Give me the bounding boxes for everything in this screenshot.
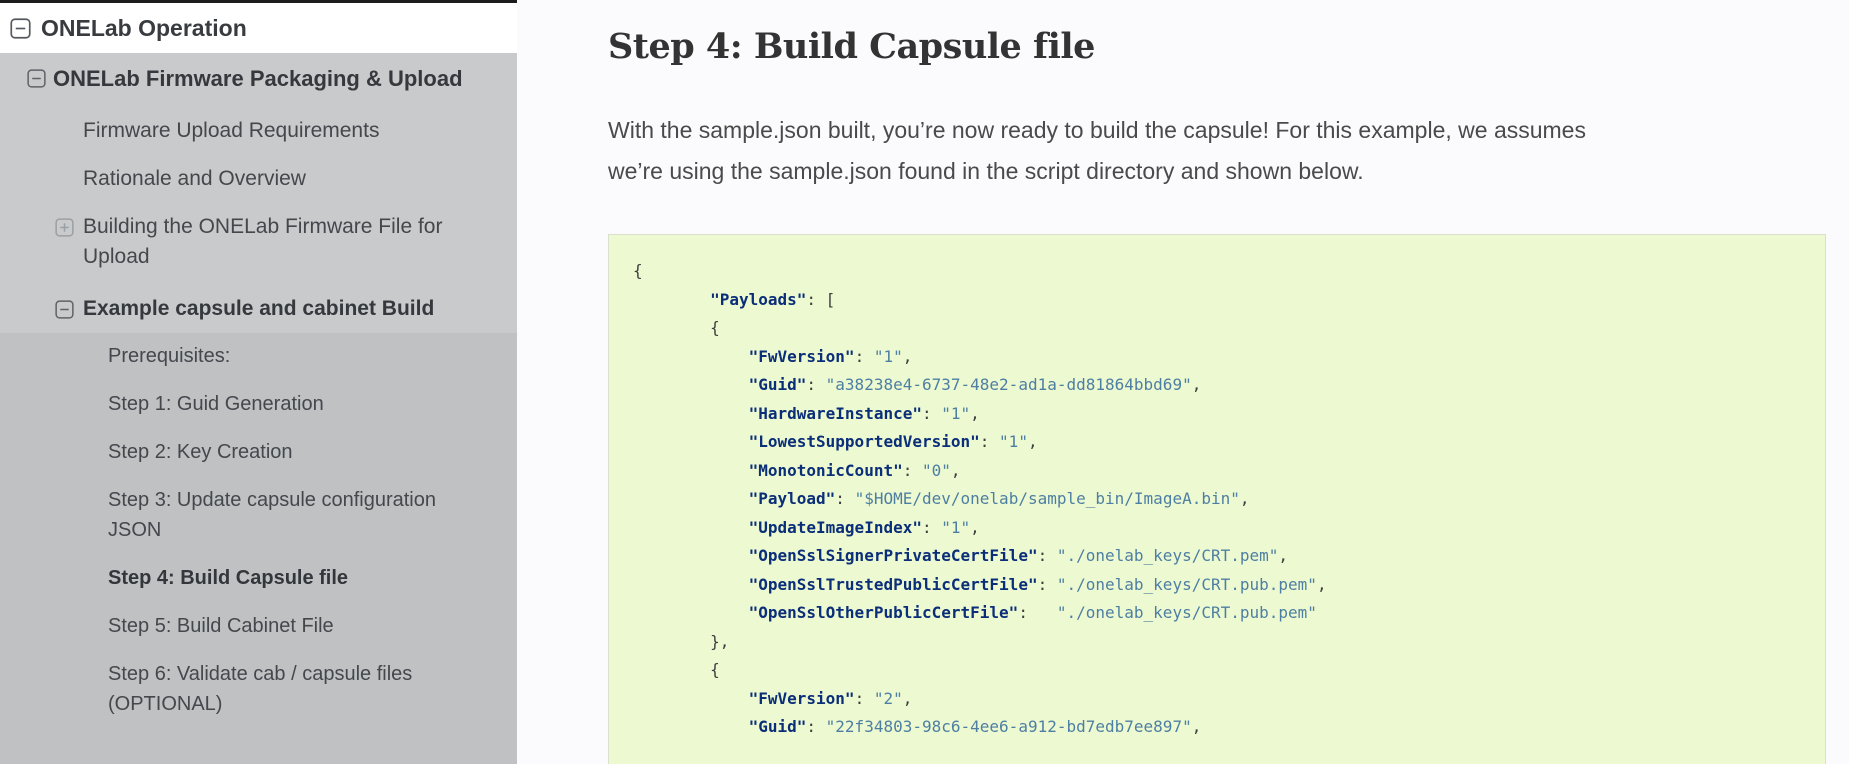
- sidebar-item-step-6-validate-cab-capsule-files-optional[interactable]: Step 6: Validate cab / capsule files (OP…: [108, 663, 413, 715]
- sidebar-item-label: Firmware Upload Requirements: [83, 119, 380, 142]
- code-line: {: [633, 318, 720, 337]
- code-line: "LowestSupportedVersion": "1",: [748, 432, 1038, 451]
- intro-paragraph-line: we’re using the sample.json found in the…: [608, 158, 1364, 184]
- page-title: Step 4: Build Capsule file: [608, 26, 1095, 67]
- code-line: "Guid": "22f34803-98c6-4ee6-a912-bd7edb7…: [748, 717, 1202, 736]
- sidebar-item-step-3-update-capsule-configuration-json[interactable]: Step 3: Update capsule configuration JSO…: [108, 489, 436, 541]
- sidebar-item-prerequisites[interactable]: Prerequisites:: [108, 345, 231, 367]
- code-line: {: [633, 660, 720, 679]
- sidebar-item-label: Rationale and Overview: [83, 167, 306, 190]
- intro-paragraph: With the sample.json built, you’re now r…: [608, 110, 1826, 192]
- code-line: "UpdateImageIndex": "1",: [748, 517, 980, 537]
- content-area: Step 4: Build Capsule file With the samp…: [517, 0, 1849, 764]
- code-line: "Payload": "$HOME/dev/onelab/sample_bin/…: [748, 489, 1250, 508]
- sidebar-item-building-the-onelab-firmware-file-for-upload[interactable]: Building the ONELab Firmware File for Up…: [0, 212, 517, 272]
- code-line: "HardwareInstance": "1",: [748, 403, 980, 423]
- sidebar: ONELab Operation ONELab Firmware Packagi…: [0, 0, 517, 764]
- sidebar-item-label: Example capsule and cabinet Build: [83, 297, 435, 320]
- collapse-icon[interactable]: [10, 17, 31, 39]
- sidebar-item-onelab-operation[interactable]: ONELab Operation: [0, 3, 517, 53]
- sidebar-item-step-1-guid-generation[interactable]: Step 1: Guid Generation: [108, 393, 324, 415]
- code-line: "FwVersion": "2",: [748, 688, 913, 708]
- sidebar-item-firmware-upload-requirements[interactable]: Firmware Upload Requirements: [0, 116, 517, 146]
- code-line: "Guid": "a38238e4-6737-48e2-ad1a-dd81864…: [748, 375, 1202, 394]
- code-line: "MonotonicCount": "0",: [748, 460, 961, 480]
- sidebar-item-label: ONELab Firmware Packaging & Upload: [53, 66, 463, 91]
- sidebar-item-rationale-and-overview[interactable]: Rationale and Overview: [0, 164, 517, 194]
- collapse-icon[interactable]: [55, 300, 74, 319]
- sidebar-item-label: Building the ONELab Firmware File for Up…: [83, 215, 443, 268]
- expand-icon[interactable]: [55, 218, 74, 237]
- code-line: },: [633, 631, 730, 651]
- sidebar-item-onelab-firmware-packaging-upload[interactable]: ONELab Firmware Packaging & Upload: [0, 63, 517, 94]
- code-line: {: [633, 261, 643, 280]
- code-line: "Payloads": [: [710, 289, 836, 309]
- code-line: "OpenSslSignerPrivateCertFile": "./onela…: [748, 546, 1289, 565]
- sidebar-item-step-5-build-cabinet-file[interactable]: Step 5: Build Cabinet File: [108, 615, 334, 637]
- code-line: "FwVersion": "1",: [748, 346, 913, 366]
- collapse-icon[interactable]: [27, 69, 46, 88]
- sidebar-item-label: ONELab Operation: [41, 14, 247, 41]
- sidebar-item-example-capsule-and-cabinet-build[interactable]: Example capsule and cabinet Build: [0, 294, 517, 324]
- code-line: "OpenSslTrustedPublicCertFile": "./onela…: [748, 574, 1327, 594]
- code-block: { "Payloads": [ { "FwVersion": "1", "Gui…: [608, 234, 1826, 764]
- intro-paragraph-line: With the sample.json built, you’re now r…: [608, 117, 1586, 143]
- sidebar-item-step-4-build-capsule-file[interactable]: Step 4: Build Capsule file: [108, 567, 349, 589]
- code-line: "OpenSslOtherPublicCertFile": "./onelab_…: [748, 603, 1317, 622]
- sidebar-item-step-2-key-creation[interactable]: Step 2: Key Creation: [108, 441, 293, 463]
